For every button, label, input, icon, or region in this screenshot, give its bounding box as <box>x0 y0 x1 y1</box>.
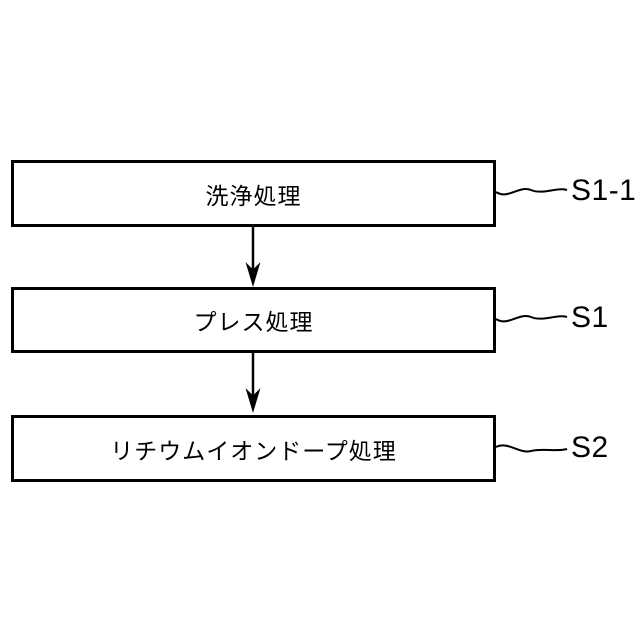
flow-step-label: リチウムイオンドープ処理 <box>110 437 397 464</box>
flow-arrow-down-icon <box>245 353 261 413</box>
reference-squiggle-connector <box>495 314 568 323</box>
flow-step-cleaning-box: 洗浄処理 <box>11 160 496 227</box>
step-reference-s2: S2 <box>571 431 609 464</box>
flow-step-label: プレス処理 <box>193 309 314 335</box>
reference-squiggle-connector <box>495 187 568 196</box>
flow-arrow-down-icon <box>245 227 261 287</box>
step-reference-s1-1: S1-1 <box>571 174 637 207</box>
step-reference-s1: S1 <box>571 301 609 334</box>
flow-step-press-box: プレス処理 <box>11 287 496 353</box>
flow-step-label: 洗浄処理 <box>205 182 302 209</box>
reference-squiggle-connector <box>495 444 568 453</box>
flow-step-lithium-dope-box: リチウムイオンドープ処理 <box>11 415 496 482</box>
